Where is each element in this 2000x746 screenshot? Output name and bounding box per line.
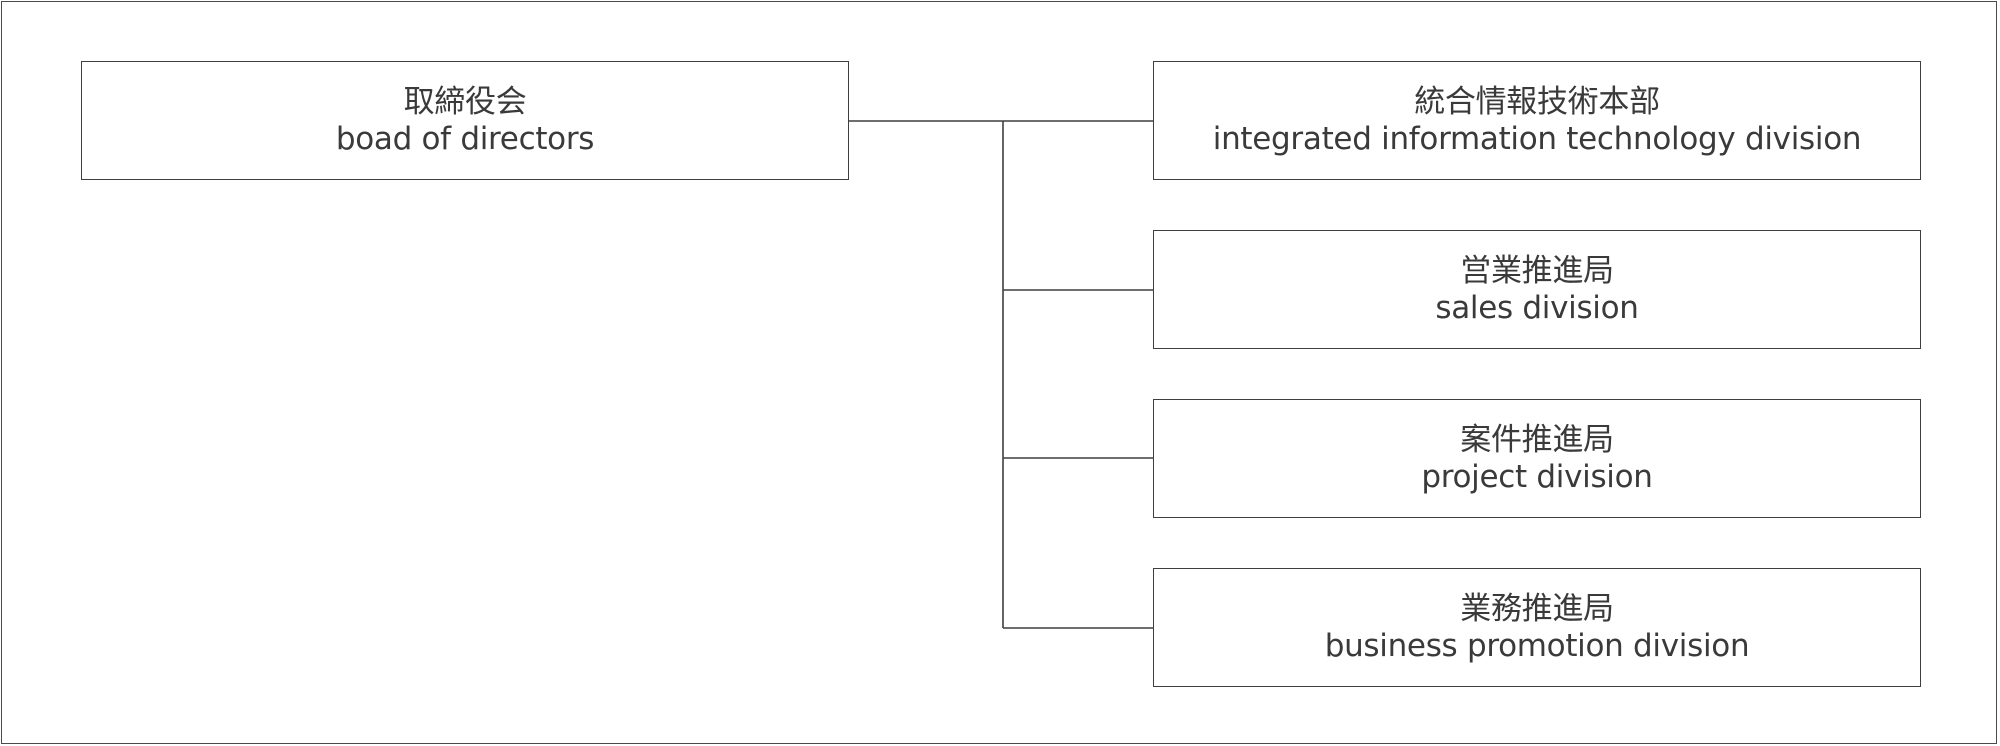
business-promotion-division-node: 業務推進局 business promotion division	[1153, 568, 1921, 687]
node-label-en: business promotion division	[1324, 627, 1750, 664]
it-division-node: 統合情報技術本部 integrated information technolo…	[1153, 61, 1921, 180]
node-label-en: project division	[1421, 458, 1653, 495]
node-label-jp: 統合情報技術本部	[1414, 83, 1660, 120]
node-label-jp: 案件推進局	[1460, 421, 1614, 458]
node-label-jp: 営業推進局	[1460, 252, 1614, 289]
node-label-jp: 取締役会	[403, 83, 527, 120]
node-label-jp: 業務推進局	[1460, 590, 1614, 627]
board-of-directors-node: 取締役会 boad of directors	[81, 61, 849, 180]
project-division-node: 案件推進局 project division	[1153, 399, 1921, 518]
sales-division-node: 営業推進局 sales division	[1153, 230, 1921, 349]
node-label-en: sales division	[1435, 289, 1639, 326]
node-label-en: integrated information technology divisi…	[1212, 120, 1862, 157]
node-label-en: boad of directors	[335, 120, 595, 157]
